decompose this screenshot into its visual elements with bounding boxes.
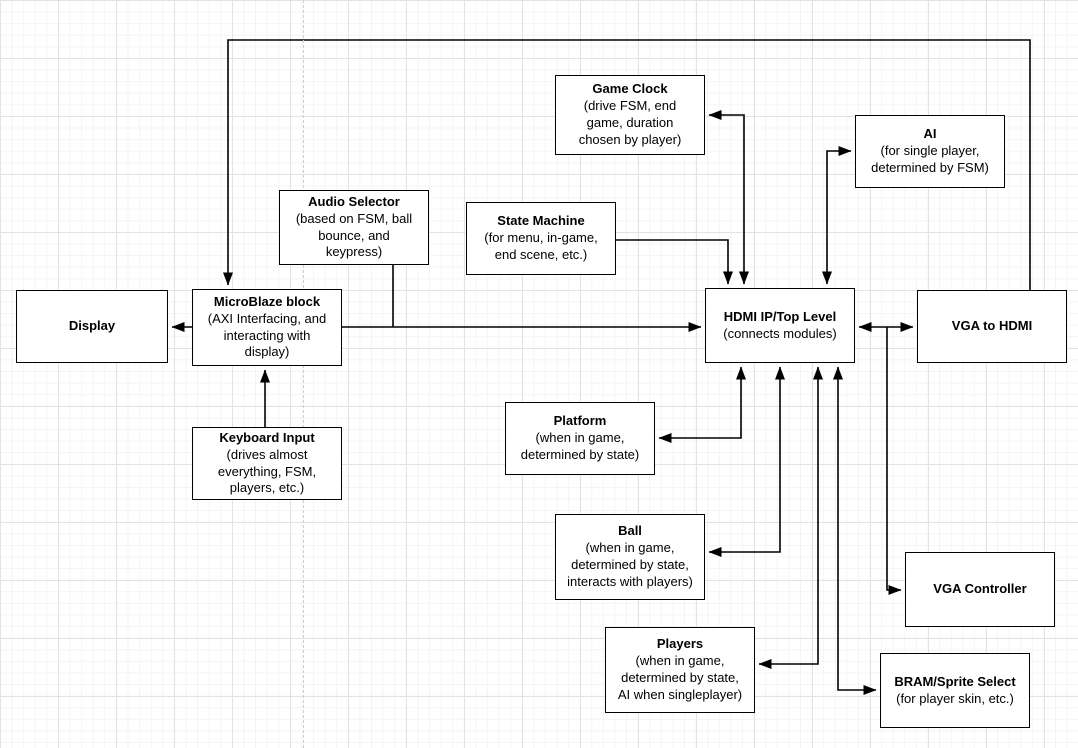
node-subtitle-line: end scene, etc.) [494,246,588,262]
node-subtitle-line: interacts with players) [567,573,693,589]
node-subtitle-line: determined by FSM) [871,159,989,175]
node-title: Display [68,318,116,334]
node-subtitle-line: (for menu, in-game, [484,230,598,246]
edge-hdmi-to-ai[interactable] [822,146,852,285]
node-subtitle-line: determined by state, [571,557,689,572]
node-subtitle-line: display) [244,344,290,360]
page-boundary-separator [303,0,304,748]
node-subtitle-line: (when in game, [585,540,675,556]
edge-statemachine-to-hdmi[interactable] [616,239,733,285]
node-title: State Machine [497,213,585,229]
edge-branch-to-vga-controller[interactable] [886,327,902,595]
edge-hdmi-players[interactable] [758,366,823,669]
node-vga-controller[interactable]: VGA Controller [905,552,1055,627]
node-subtitle-line: (drive FSM, end [583,98,677,114]
edge-loop-vga2hdmi-to-microblaze[interactable] [223,39,1031,290]
node-title: HDMI IP/Top Level [723,308,837,324]
node-state-machine[interactable]: State Machine(for menu, in-game,end scen… [466,202,616,275]
node-subtitle-line: (for single player, [880,143,980,159]
node-title: Game Clock [592,81,668,97]
node-vga-to-hdmi[interactable]: VGA to HDMI [917,290,1067,363]
edge-hdmi-platform[interactable] [658,366,746,443]
node-subtitle-line: (when in game, [635,653,725,669]
node-players[interactable]: Players(when in game,determined by state… [605,627,755,713]
node-subtitle-line: (for player skin, etc.) [896,690,1014,706]
node-ball[interactable]: Ball(when in game,determined by state,in… [555,514,705,600]
node-ai[interactable]: AI(for single player,determined by FSM) [855,115,1005,188]
edge-hdmi-to-gameclock[interactable] [708,110,749,285]
node-subtitle-line: keypress) [325,244,383,260]
node-subtitle-line: (when in game, [535,430,625,446]
node-subtitle-line: (drives almost [226,446,308,462]
node-subtitle-line: chosen by player) [578,131,682,147]
node-title: Players [656,636,704,652]
node-subtitle-line: (AXI Interfacing, and [207,310,327,326]
node-subtitle-line: game, duration [586,115,674,130]
node-subtitle-line: AI when singleplayer) [617,686,743,702]
node-subtitle-line: determined by state) [520,446,640,462]
node-title: MicroBlaze block [213,293,321,309]
node-subtitle-line: players, etc.) [229,480,305,496]
node-title: VGA Controller [933,581,1027,597]
node-title: Platform [553,413,607,429]
node-title: VGA to HDMI [951,318,1033,334]
node-subtitle-line: everything, FSM, [217,463,317,479]
node-subtitle-line: (connects modules) [723,325,837,341]
node-subtitle-line: (based on FSM, ball [295,210,413,226]
node-hdmi-ip[interactable]: HDMI IP/Top Level(connects modules) [705,288,855,363]
edge-hdmi-ball[interactable] [708,366,785,557]
node-title: BRAM/Sprite Select [894,673,1016,689]
node-subtitle-line: bounce, and [318,227,390,243]
node-display[interactable]: Display [16,290,168,363]
node-title: Audio Selector [308,193,400,209]
node-title: Keyboard Input [219,429,315,445]
node-bram-sprite[interactable]: BRAM/Sprite Select(for player skin, etc.… [880,653,1030,728]
node-subtitle-line: determined by state, [621,670,739,685]
node-subtitle-line: interacting with [223,327,311,343]
node-title: Ball [618,523,642,539]
node-platform[interactable]: Platform(when in game,determined by stat… [505,402,655,475]
edge-hdmi-bram[interactable] [833,366,877,695]
node-title: AI [923,126,937,142]
